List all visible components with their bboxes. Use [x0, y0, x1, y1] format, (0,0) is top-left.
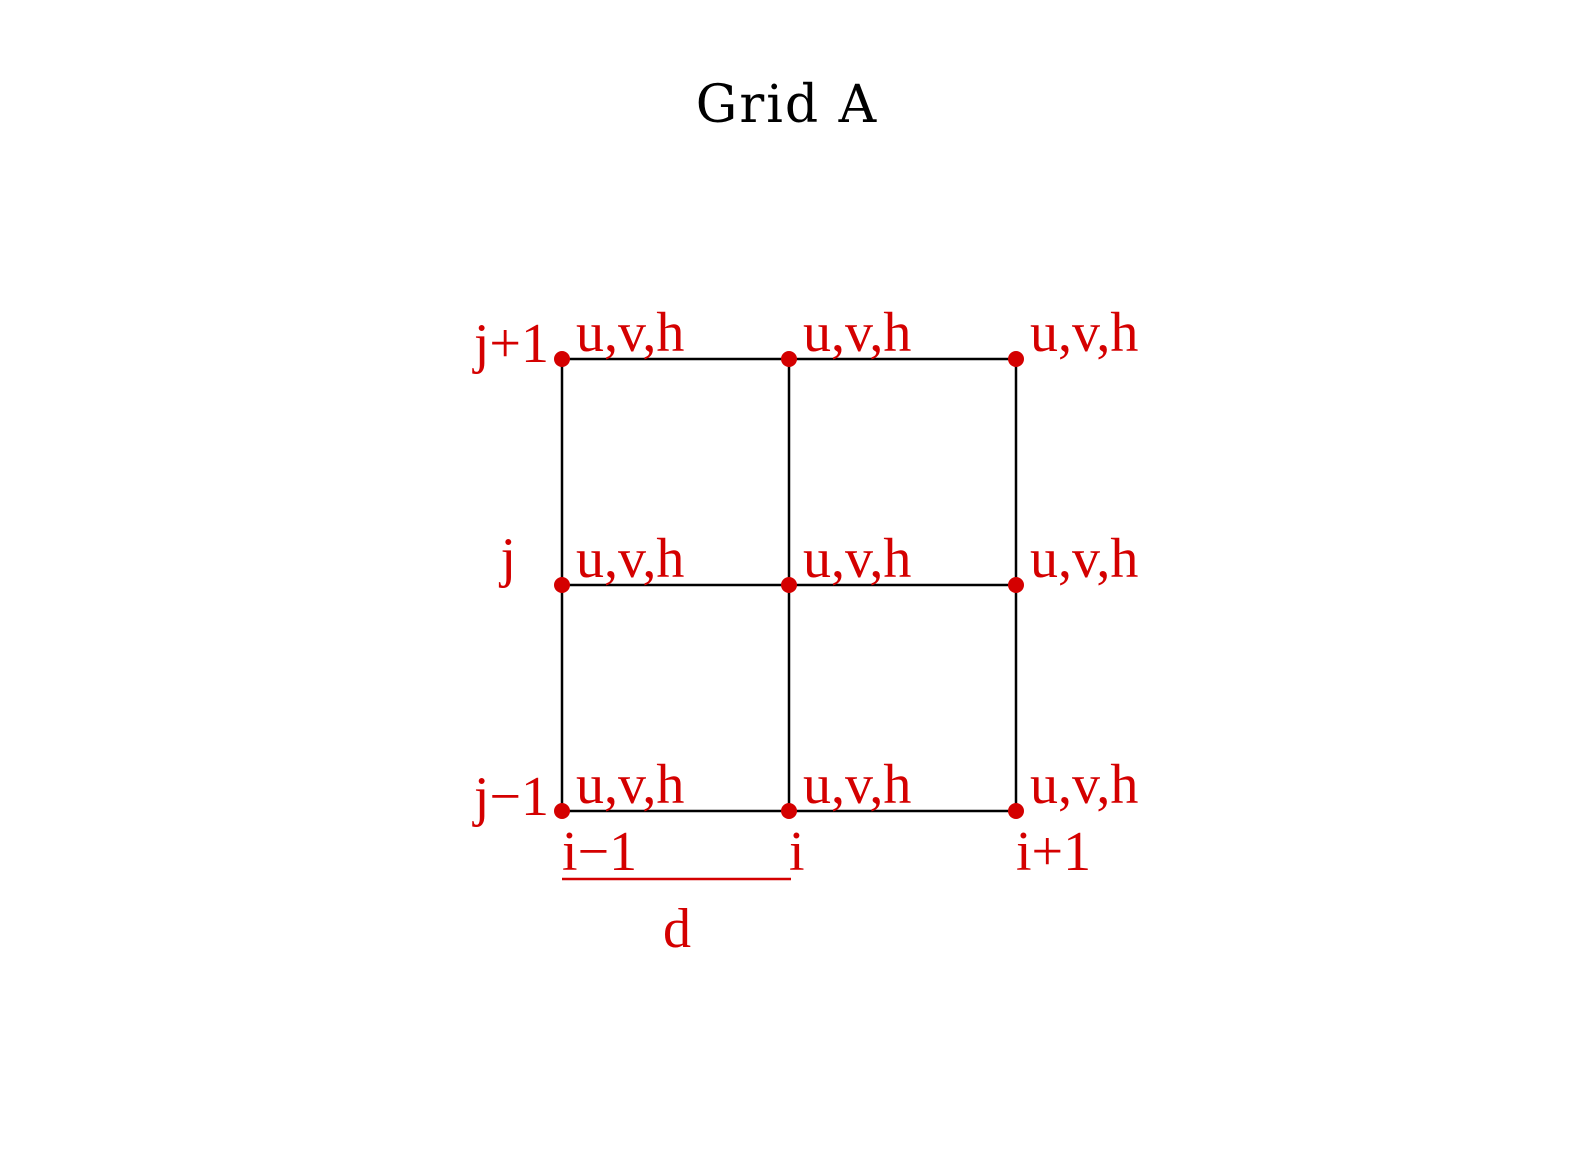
grid-node-1-0 [554, 577, 570, 593]
grid-node-2-2 [1008, 803, 1024, 819]
grid-node-0-1 [781, 351, 797, 367]
node-label-2-1: u,v,h [803, 754, 911, 816]
spacing-label: d [663, 898, 691, 960]
node-label-1-2: u,v,h [1030, 528, 1138, 590]
row-labels: j+1 j j−1 [472, 313, 549, 828]
grid-node-0-2 [1008, 351, 1024, 367]
grid-node-1-2 [1008, 577, 1024, 593]
column-label-i-minus-1: i−1 [562, 821, 637, 883]
node-label-1-0: u,v,h [576, 528, 684, 590]
grid-nodes: u,v,h u,v,h u,v,h u,v,h u,v,h u,v,h u,v,h u,v,h… [554, 302, 1138, 819]
row-label-j-minus-1: j−1 [472, 766, 549, 828]
grid-node-1-1 [781, 577, 797, 593]
row-label-j: j [498, 527, 516, 589]
grid-node-2-1 [781, 803, 797, 819]
column-labels: i−1 i i+1 [562, 821, 1091, 883]
node-label-0-0: u,v,h [576, 302, 684, 364]
grid-node-0-0 [554, 351, 570, 367]
diagram-title: Grid A [696, 75, 878, 135]
column-label-i-plus-1: i+1 [1016, 821, 1091, 883]
node-label-2-2: u,v,h [1030, 754, 1138, 816]
node-label-0-2: u,v,h [1030, 302, 1138, 364]
grid-node-2-0 [554, 803, 570, 819]
row-label-j-plus-1: j+1 [472, 313, 549, 375]
node-label-2-0: u,v,h [576, 754, 684, 816]
column-label-i: i [789, 821, 805, 883]
node-label-0-1: u,v,h [803, 302, 911, 364]
node-label-1-1: u,v,h [803, 528, 911, 590]
